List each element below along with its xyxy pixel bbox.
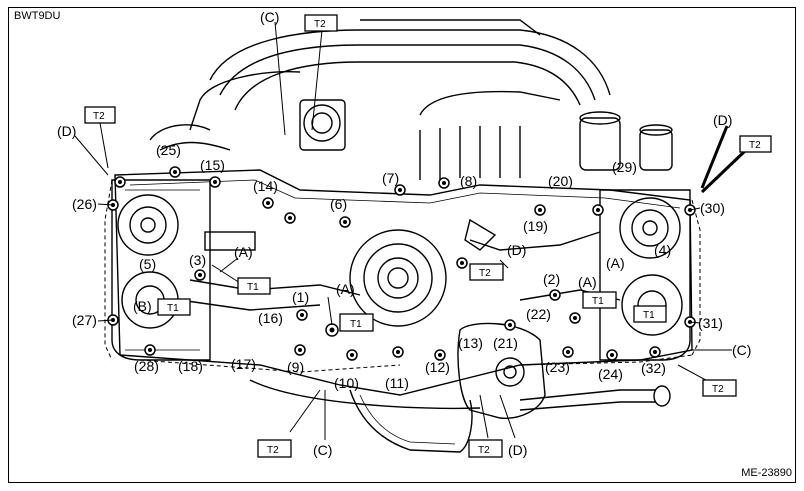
- callout-28: (28): [134, 358, 159, 374]
- callout-4: (4): [654, 242, 671, 258]
- tag-t1-center: T1: [350, 319, 362, 330]
- figure-id: ME-23890: [741, 467, 792, 479]
- bolt-markers: [107, 166, 696, 361]
- callout-c-right: (C): [732, 342, 751, 358]
- callout-29: (29): [612, 159, 637, 175]
- engine-illustration: [104, 19, 701, 453]
- callout-20: (20): [548, 173, 573, 189]
- callout-13: (13): [458, 335, 483, 351]
- callout-18: (18): [178, 358, 203, 374]
- callout-31: (31): [698, 315, 723, 331]
- callout-7: (7): [382, 170, 399, 186]
- callout-11: (11): [385, 375, 409, 391]
- callout-d-center: (D): [507, 242, 526, 258]
- figure-frame: [8, 7, 796, 483]
- callout-30: (30): [700, 200, 725, 216]
- callout-c-bottom: (C): [313, 442, 332, 458]
- callout-25: (25): [156, 142, 181, 158]
- callout-14: (14): [253, 178, 278, 194]
- callout-2: (2): [543, 271, 560, 287]
- tag-t1-far-right: T1: [643, 310, 655, 321]
- callout-1: (1): [292, 289, 309, 305]
- callout-16: (16): [258, 310, 283, 326]
- callout-9: (9): [287, 359, 304, 375]
- callout-3: (3): [189, 252, 206, 268]
- tag-t1-right: T1: [592, 296, 604, 307]
- tag-t2-center: T2: [479, 268, 491, 279]
- callout-32: (32): [641, 360, 666, 376]
- tag-t2-bottom-center: T2: [478, 445, 490, 456]
- callout-26: (26): [72, 196, 97, 212]
- callout-10: (10): [334, 375, 359, 391]
- callout-c-top: (C): [260, 9, 279, 25]
- tag-t1-b: T1: [167, 303, 179, 314]
- callout-21: (21): [493, 335, 518, 351]
- document-code: BWT9DU: [14, 10, 61, 22]
- callout-22: (22): [526, 306, 551, 322]
- tag-t2-bottom-right: T2: [712, 384, 724, 395]
- callout-23: (23): [545, 359, 570, 375]
- callout-a-2: (A): [606, 255, 625, 271]
- callout-d-bottom: (D): [508, 442, 527, 458]
- callout-5: (5): [139, 256, 156, 272]
- callout-24: (24): [598, 366, 623, 382]
- leader-lines: [74, 21, 747, 440]
- callout-6: (6): [330, 196, 347, 212]
- callout-12: (12): [425, 359, 450, 375]
- callout-a-1: (A): [234, 244, 253, 260]
- callout-d-left: (D): [57, 123, 76, 139]
- callout-d-right: (D): [713, 112, 732, 128]
- tag-t2-right: T2: [749, 140, 761, 151]
- tag-t2-top: T2: [314, 19, 326, 30]
- tag-t1-left: T1: [247, 282, 259, 293]
- callout-8: (8): [460, 173, 477, 189]
- callout-17: (17): [231, 356, 256, 372]
- callout-a-3: (A): [578, 274, 597, 290]
- callout-15: (15): [200, 157, 225, 173]
- torque-tags: [84, 14, 772, 458]
- callout-a-4: (A): [336, 281, 355, 297]
- tag-t2-bottom-left: T2: [267, 445, 279, 456]
- callout-19: (19): [523, 218, 548, 234]
- callout-27: (27): [72, 312, 97, 328]
- callout-b: (B): [133, 298, 152, 314]
- tag-t2-left: T2: [93, 111, 105, 122]
